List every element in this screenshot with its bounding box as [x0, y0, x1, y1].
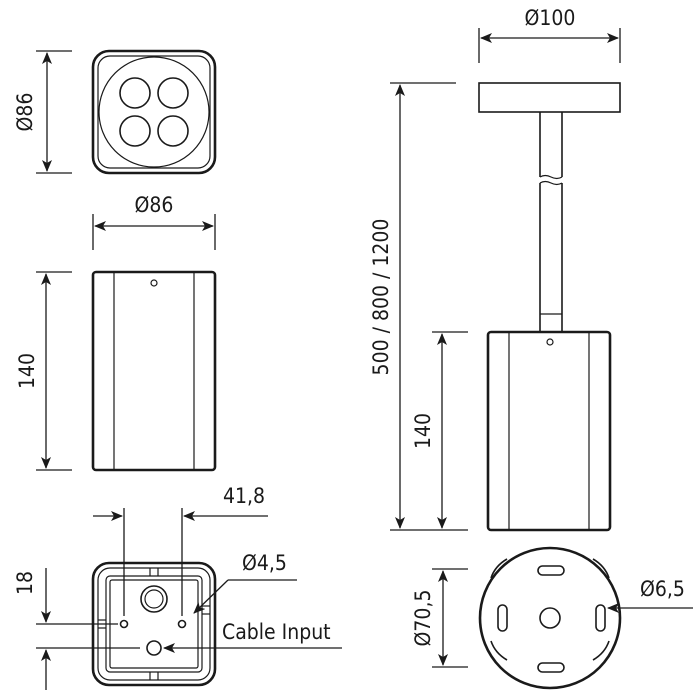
cable-input-hole: [146, 640, 162, 656]
screw-hole: [546, 338, 554, 346]
led-icon: [157, 77, 189, 109]
offset-label: 18: [13, 571, 37, 595]
width-label: Ø86: [135, 193, 174, 217]
canopy-base: [478, 546, 622, 690]
side-view: 140: [15, 270, 217, 472]
pendant-view: Ø100 500 / 800 / 1200 140: [369, 6, 621, 532]
cable-input-label: Cable Input: [222, 620, 331, 644]
hole-label: Ø4,5: [242, 551, 287, 575]
body-height-label: 140: [411, 413, 435, 449]
slot-hole: [537, 662, 565, 673]
bottom-view: 41,8 18 Ø4,5 Cable Input: [13, 484, 342, 690]
height-label: 140: [15, 353, 39, 389]
length-label: 500 / 800 / 1200: [369, 219, 393, 376]
slot-hole: [497, 604, 508, 632]
slot-diameter-label: Ø6,5: [640, 577, 685, 601]
canopy-base-view: Ø70,5 Ø6,5: [411, 546, 693, 690]
lens-ring: [98, 56, 210, 168]
canopy-diameter-label: Ø100: [525, 6, 576, 30]
luminaire-body: [486, 330, 612, 532]
spacing-label: 41,8: [223, 484, 265, 508]
gland-icon: [140, 585, 168, 613]
mount-hole: [119, 619, 129, 629]
mount-hole: [177, 619, 187, 629]
mount-tab: [490, 558, 610, 661]
slot-hole: [537, 565, 565, 576]
led-icon: [157, 115, 189, 147]
center-hole: [539, 607, 561, 629]
screw-hole: [150, 279, 158, 287]
height-label: Ø86: [13, 93, 37, 132]
top-view: Ø86 Ø86: [13, 49, 217, 250]
led-icon: [119, 115, 151, 147]
suspension-rod: [539, 112, 563, 177]
canopy: [478, 82, 621, 113]
led-icon: [119, 77, 151, 109]
base-diameter-label: Ø70,5: [411, 590, 435, 647]
slot-hole: [595, 604, 606, 632]
